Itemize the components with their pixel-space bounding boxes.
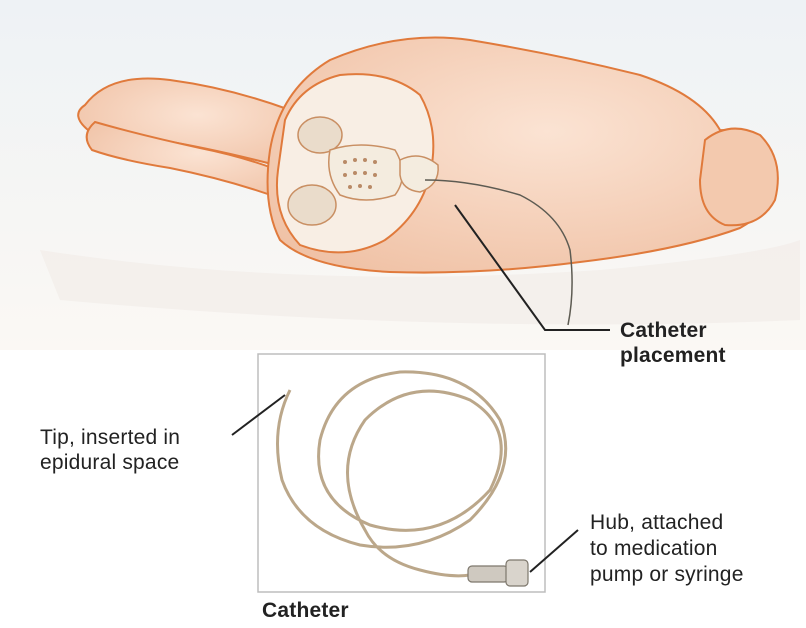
hub-label: Hub, attached to medication pump or syri… — [590, 510, 744, 588]
catheter-caption: Catheter — [262, 598, 349, 623]
catheter-placement-label: Catheter placement — [620, 318, 726, 368]
hub-label-line3: pump or syringe — [590, 562, 744, 588]
hub-label-line1: Hub, attached — [590, 510, 744, 536]
catheter-placement-line2: placement — [620, 343, 726, 368]
patient-head — [700, 129, 778, 226]
tip-label-line1: Tip, inserted in — [40, 425, 180, 450]
tip-label-line2: epidural space — [40, 450, 180, 475]
pelvic-bone-lower — [288, 185, 336, 225]
hub-label-line2: to medication — [590, 536, 744, 562]
catheter-placement-line1: Catheter — [620, 318, 726, 343]
tip-label: Tip, inserted in epidural space — [40, 425, 180, 475]
